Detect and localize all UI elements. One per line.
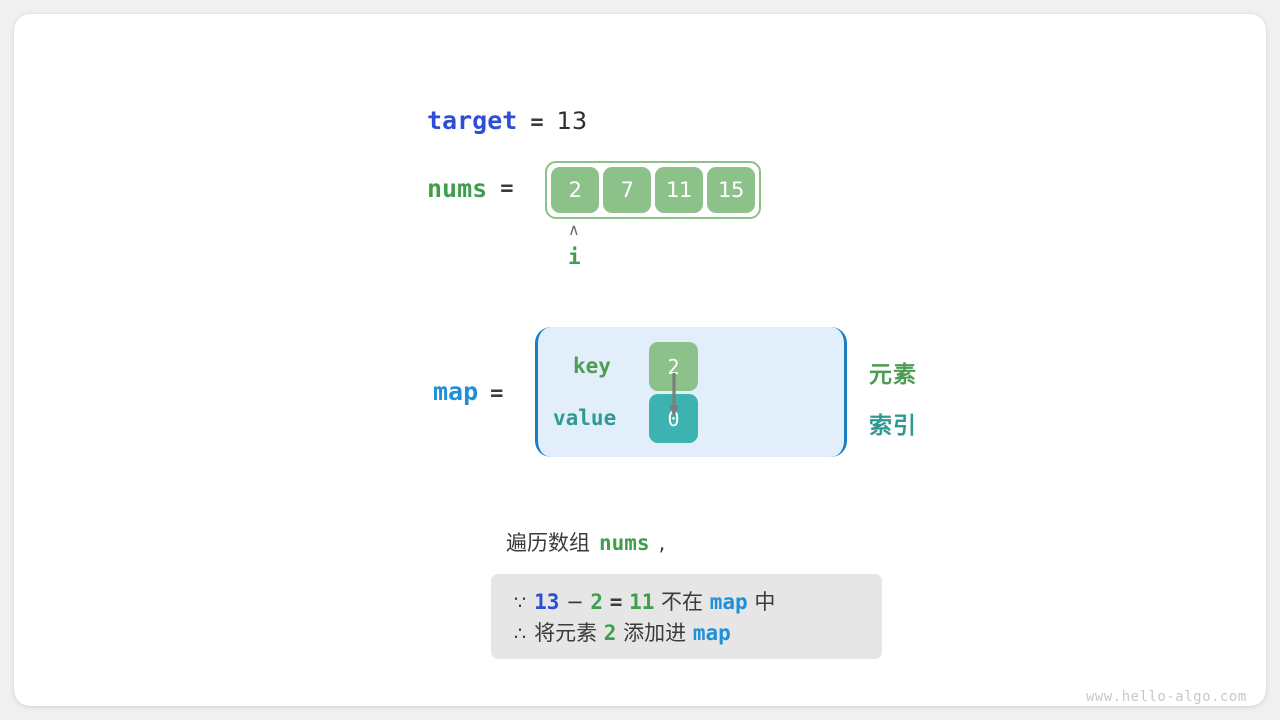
explanation-line-1: ∵ 13 − 2 = 11 不在 map 中 bbox=[514, 586, 859, 617]
nums-array: 2 7 11 15 bbox=[545, 161, 761, 219]
because-symbol: ∵ bbox=[514, 592, 527, 614]
explanation-line-1-tokens: 13 − 2 = 11 不在 map 中 bbox=[534, 586, 782, 616]
map-row-label: map = bbox=[433, 377, 503, 406]
token: 不在 bbox=[661, 590, 704, 614]
token: 2 bbox=[590, 590, 604, 614]
therefore-symbol: ∴ bbox=[514, 623, 527, 645]
map-container: key value 2 0 bbox=[535, 327, 847, 457]
map-value-label: value bbox=[553, 406, 617, 430]
token: map bbox=[692, 621, 731, 645]
token: 11 bbox=[629, 590, 655, 614]
explanation-box: ∵ 13 − 2 = 11 不在 map 中 ∴ 将元素 2 添加进 map bbox=[491, 574, 882, 659]
token: = bbox=[609, 590, 623, 614]
caption-code-nums: nums bbox=[599, 531, 650, 555]
target-value: 13 bbox=[556, 107, 588, 135]
array-cell: 11 bbox=[655, 167, 703, 213]
map-variable-name: map bbox=[433, 377, 479, 406]
token: 13 bbox=[534, 590, 560, 614]
down-arrow-icon bbox=[669, 373, 679, 417]
explanation-line-2-tokens: 将元素 2 添加进 map bbox=[534, 617, 737, 647]
explanation-line-2: ∴ 将元素 2 添加进 map bbox=[514, 617, 859, 648]
token: 中 bbox=[754, 590, 776, 614]
array-cell: 15 bbox=[707, 167, 755, 213]
target-equals-sign: = bbox=[530, 110, 544, 135]
caption-prefix: 遍历数组 bbox=[506, 531, 590, 555]
token: map bbox=[709, 590, 748, 614]
nums-row: nums = bbox=[427, 174, 513, 203]
pointer-label-i: i bbox=[568, 245, 581, 269]
watermark: www.hello-algo.com bbox=[1086, 689, 1247, 705]
nums-equals-sign: = bbox=[500, 176, 514, 201]
target-row: target = 13 bbox=[427, 106, 587, 135]
map-equals-sign: = bbox=[490, 381, 504, 406]
target-variable-name: target bbox=[427, 106, 518, 135]
token: − bbox=[566, 590, 584, 614]
token: 2 bbox=[603, 621, 617, 645]
side-label-element: 元素 bbox=[869, 362, 917, 388]
token: 添加进 bbox=[623, 621, 687, 645]
side-label-index: 索引 bbox=[869, 413, 917, 439]
nums-variable-name: nums bbox=[427, 174, 488, 203]
pointer-caret-icon: ∧ bbox=[568, 220, 580, 239]
array-cell: 7 bbox=[603, 167, 651, 213]
caption-line: 遍历数组 nums , bbox=[506, 527, 665, 557]
caption-suffix: , bbox=[658, 531, 666, 555]
map-key-label: key bbox=[573, 354, 611, 378]
token: 将元素 bbox=[534, 621, 598, 645]
array-cell: 2 bbox=[551, 167, 599, 213]
diagram-card: target = 13 nums = 2 7 11 15 ∧ i map = k… bbox=[14, 14, 1266, 706]
